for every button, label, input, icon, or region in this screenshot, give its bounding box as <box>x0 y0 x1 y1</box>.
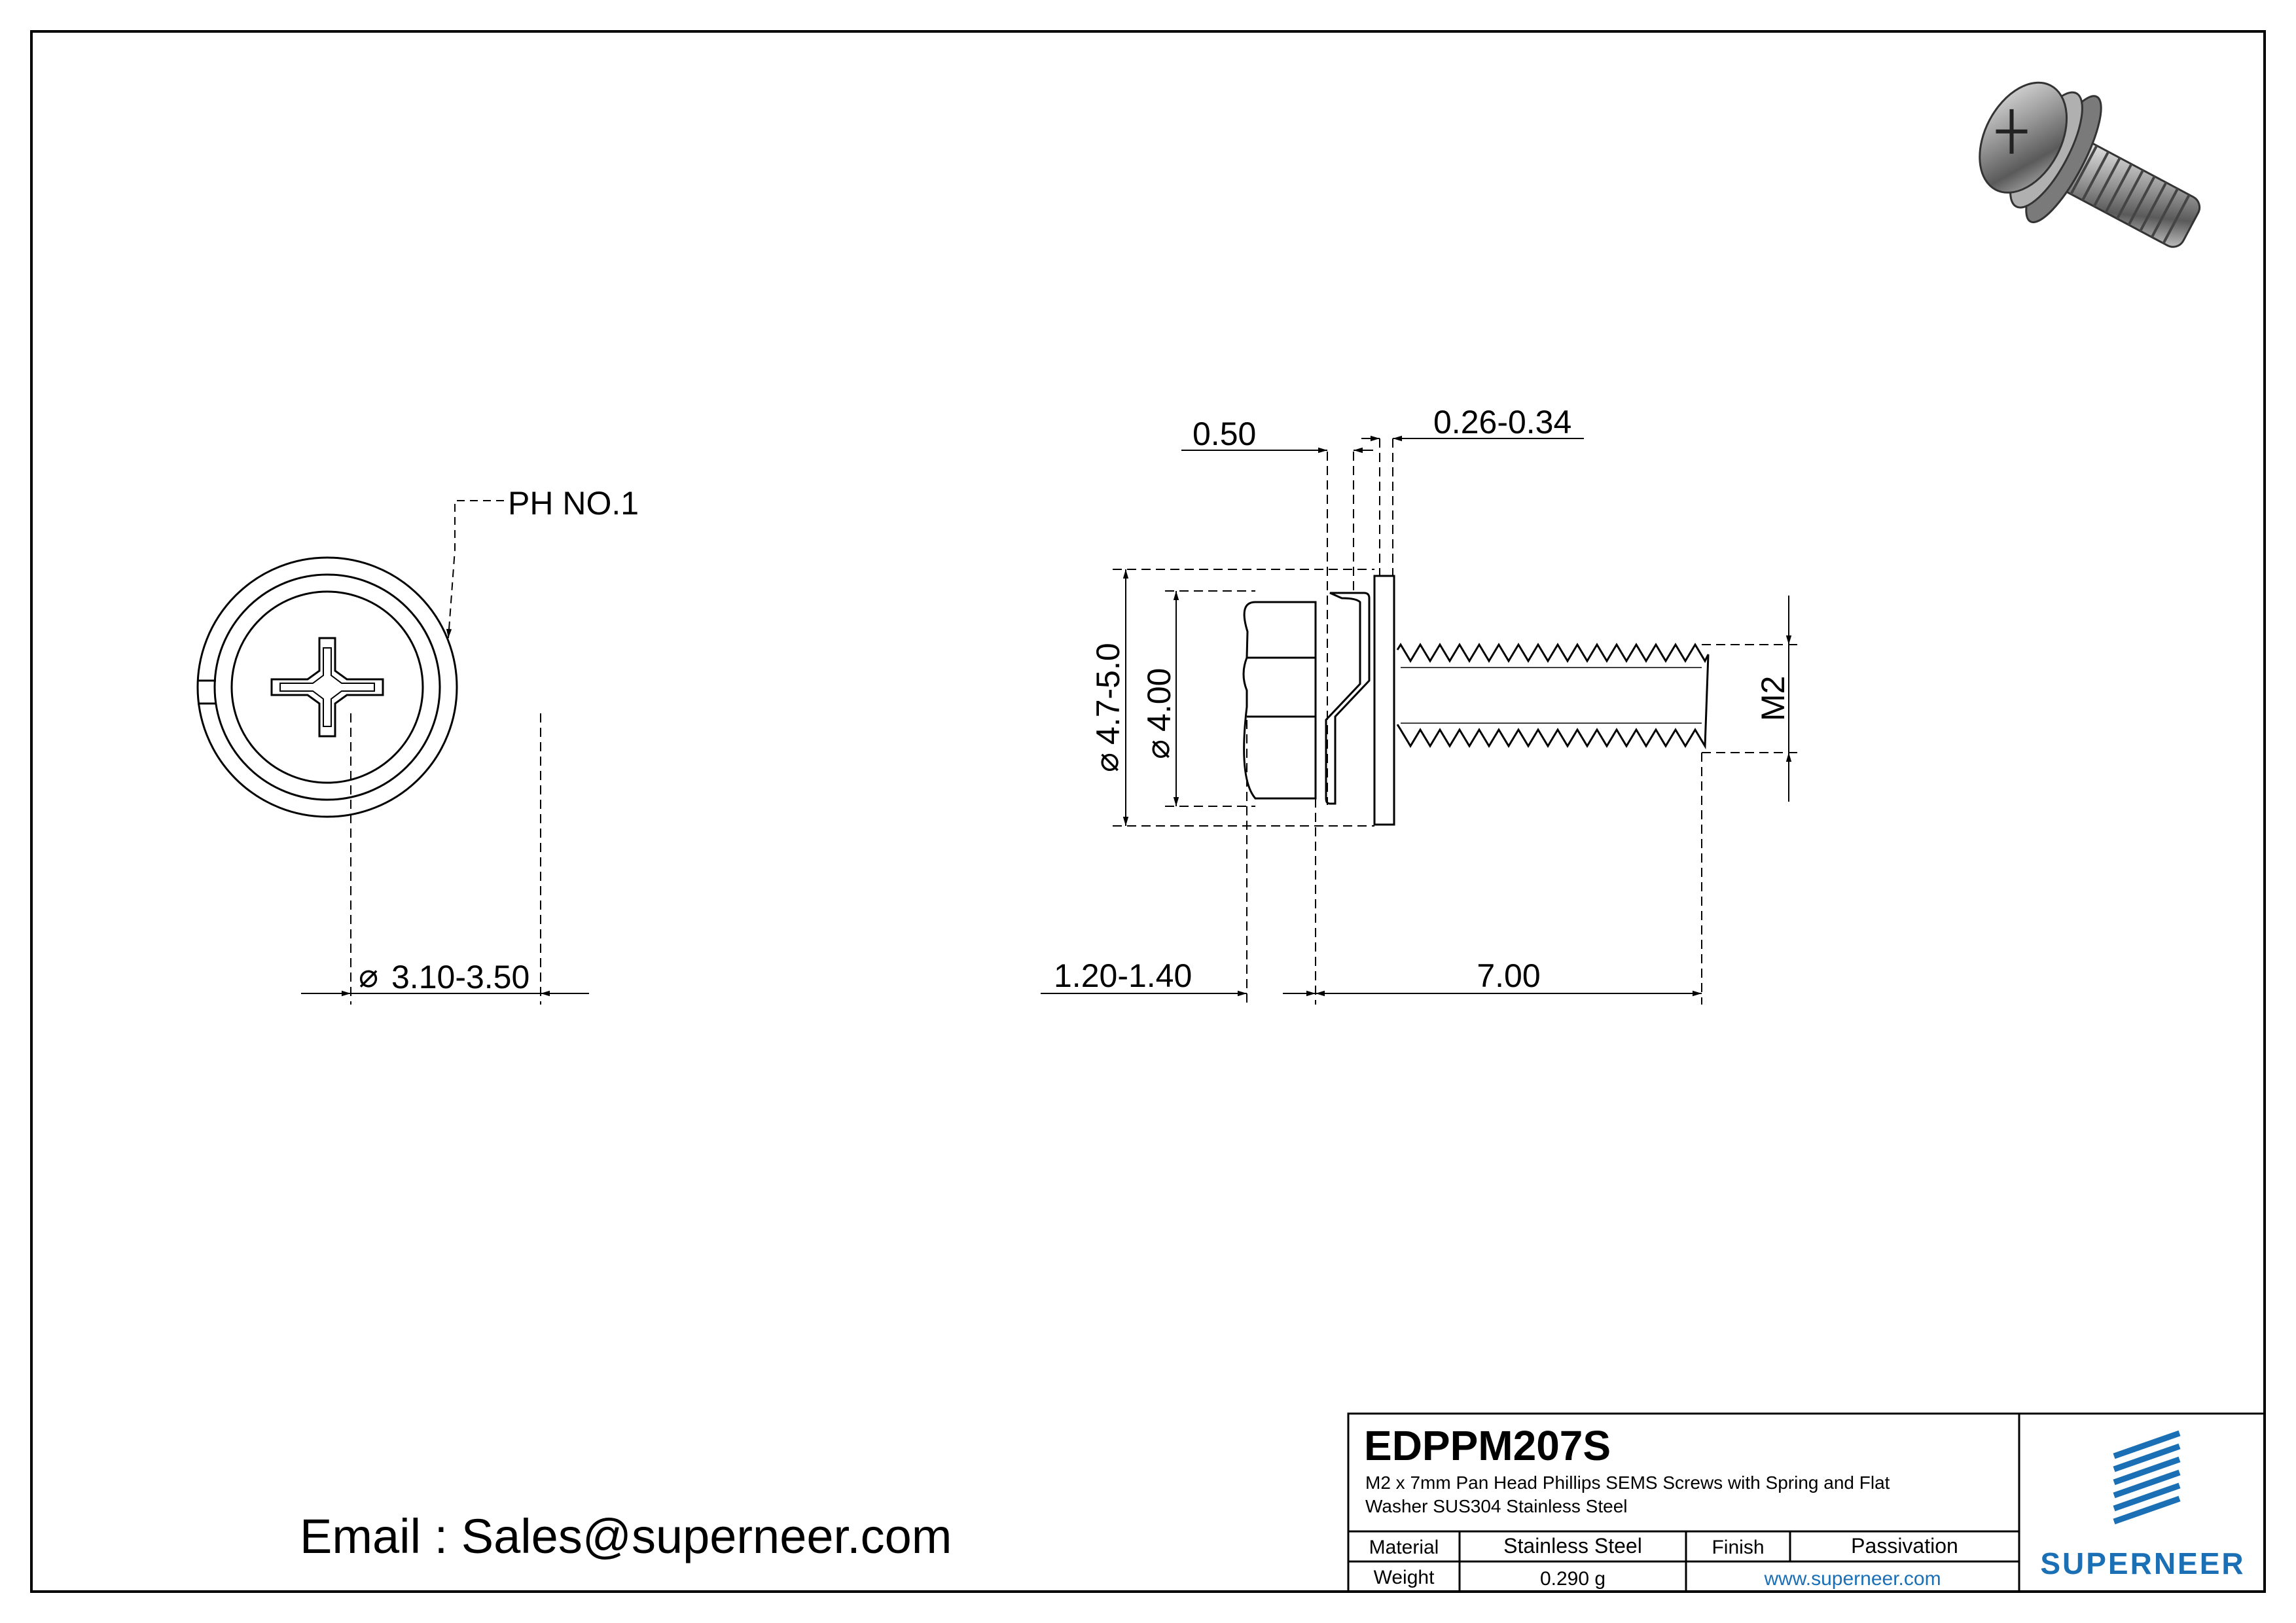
head-diameter-label: 4.00 <box>1141 668 1177 732</box>
pan-head <box>1242 601 1317 800</box>
brand-name: SUPERNEER <box>2040 1546 2246 1580</box>
material-value: Stainless Steel <box>1503 1534 1642 1558</box>
website-link[interactable]: www.superneer.com <box>1764 1568 1941 1590</box>
part-number: EDPPM207S <box>1364 1422 1611 1469</box>
part-description-line-2: Washer SUS304 Stainless Steel <box>1365 1496 1628 1516</box>
contact-email[interactable]: Email : Sales@superneer.com <box>300 1509 952 1563</box>
iso-view-image <box>1979 81 2201 248</box>
flat-washer-thickness-label: 0.26-0.34 <box>1433 404 1571 440</box>
superneer-logo-icon <box>2113 1430 2181 1525</box>
phillips-recess <box>270 637 384 738</box>
part-description-line-1: M2 x 7mm Pan Head Phillips SEMS Screws w… <box>1365 1472 1890 1493</box>
material-label: Material <box>1369 1537 1439 1558</box>
recess-diameter-label: 3.10-3.50 <box>391 959 529 995</box>
length-label: 7.00 <box>1477 957 1540 994</box>
recess-diameter-symbol: ⌀ <box>359 957 378 994</box>
head-diameter-symbol: ⌀ <box>1139 740 1176 759</box>
end-view <box>196 556 458 818</box>
title-block <box>1347 1412 2266 1593</box>
side-view-extension-lines <box>1113 438 1800 1005</box>
weight-label: Weight <box>1373 1567 1435 1588</box>
head-height-label: 1.20-1.40 <box>1054 957 1192 994</box>
washer-diameter-label: 4.7-5.0 <box>1090 643 1126 745</box>
spring-washer-thickness-label: 0.50 <box>1193 416 1256 452</box>
phillips-recess-inner <box>279 647 375 727</box>
washer-inner-outline <box>213 573 441 801</box>
threaded-shank <box>1396 643 1710 750</box>
head-outline <box>230 590 424 784</box>
drawing-border <box>30 30 2266 1593</box>
finish-label: Finish <box>1712 1537 1765 1558</box>
thread-size-label: M2 <box>1755 676 1791 721</box>
spring-washer <box>1325 592 1371 805</box>
weight-value: 0.290 g <box>1539 1568 1606 1590</box>
drive-leader-line <box>446 500 504 639</box>
flat-washer <box>1373 575 1395 826</box>
side-view <box>1242 575 1710 826</box>
drive-type-label: PH NO.1 <box>508 485 639 522</box>
washer-outline <box>196 556 458 818</box>
washer-diameter-symbol: ⌀ <box>1088 753 1125 772</box>
finish-value: Passivation <box>1851 1534 1958 1558</box>
